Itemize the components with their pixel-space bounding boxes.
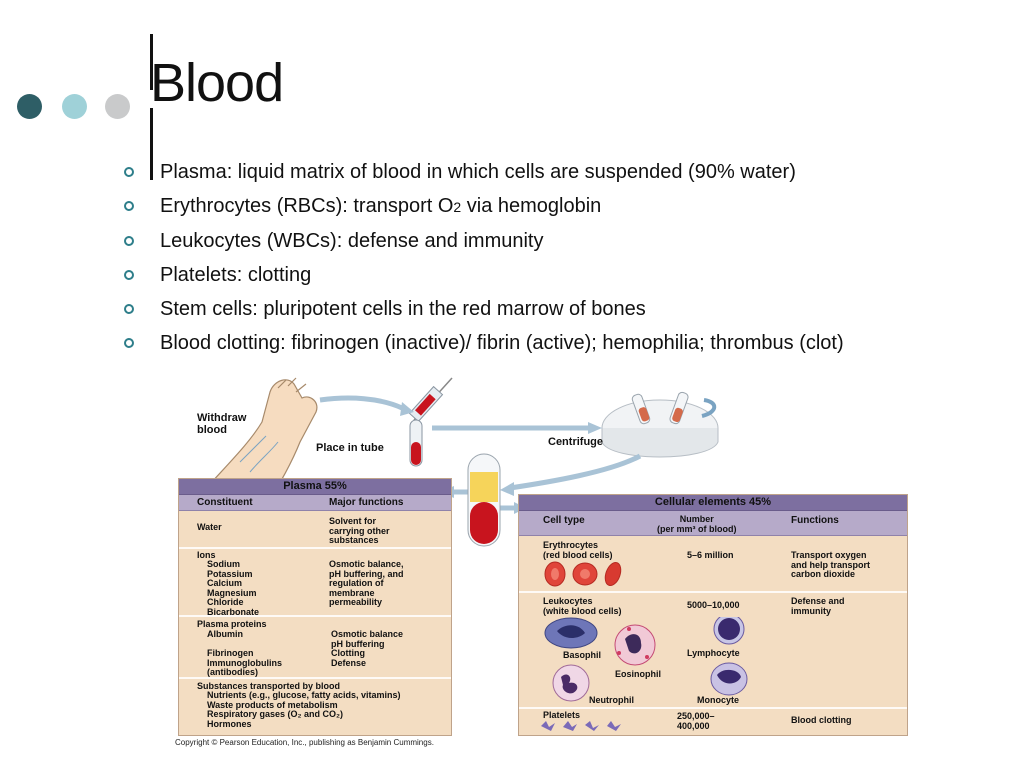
row-divider	[179, 547, 451, 549]
label-monocyte: Monocyte	[697, 695, 740, 705]
plasma-table-header: Constituent Major functions	[179, 495, 451, 511]
centrifuge-illustration	[601, 391, 719, 458]
bullet-item: Platelets: clotting	[124, 263, 1004, 287]
cells-table-title: Cellular elements 45%	[519, 495, 907, 511]
small-tube	[409, 419, 423, 467]
separated-tube	[467, 453, 501, 547]
decor-dot-light	[62, 94, 87, 119]
platelets-icon	[541, 721, 621, 731]
bullet-item: Blood clotting: fibrinogen (inactive)/ f…	[124, 331, 1004, 355]
row-divider	[179, 615, 451, 617]
decor-dot-dark	[17, 94, 42, 119]
plasma-transported-list: Nutrients (e.g., glucose, fatty acids, v…	[207, 690, 401, 729]
row-divider	[519, 591, 907, 593]
label-centrifuge: Centrifuge	[548, 436, 603, 448]
plasma-ions-list: Sodium Potassium Calcium Magnesium Chlor…	[207, 559, 260, 617]
process-illustration	[208, 377, 719, 547]
label-eosinophil: Eosinophil	[615, 669, 661, 679]
cells-table-header: Cell type Number (per mm³ of blood) Func…	[519, 511, 907, 536]
bullet-icon	[124, 236, 134, 246]
cells-erythrocytes-functions: Transport oxygen and help transport carb…	[791, 550, 871, 579]
decor-vertical-line-bottom	[150, 108, 153, 180]
bullet-icon	[124, 304, 134, 314]
plasma-proteins: Plasma proteins	[197, 619, 267, 629]
bullet-list: Plasma: liquid matrix of blood in which …	[124, 160, 1004, 365]
col-constituent: Constituent	[197, 497, 253, 508]
syringe-illustration	[408, 377, 453, 423]
slide-title: Blood	[150, 53, 284, 113]
col-number: Number (per mm³ of blood)	[657, 514, 737, 534]
label-withdraw-blood: Withdraw blood	[197, 412, 247, 436]
plasma-proteins-functions: Osmotic balance pH buffering Clotting De…	[331, 629, 404, 668]
bullet-item: Leukocytes (WBCs): defense and immunity	[124, 229, 1004, 253]
row-divider	[519, 707, 907, 709]
copyright-notice: Copyright © Pearson Education, Inc., pub…	[175, 738, 434, 747]
col-major-functions: Major functions	[329, 497, 404, 508]
plasma-table-title: Plasma 55%	[179, 479, 451, 495]
cells-platelets-functions: Blood clotting	[791, 715, 852, 725]
label-neutrophil: Neutrophil	[589, 695, 634, 705]
plasma-proteins-list: Albumin Fibrinogen Immunoglobulins (anti…	[207, 629, 282, 677]
bullet-icon	[124, 270, 134, 280]
row-divider	[179, 677, 451, 679]
cells-leukocytes: Leukocytes (white blood cells)	[543, 596, 622, 616]
cells-platelets-number: 250,000– 400,000	[677, 711, 715, 731]
plasma-ions-functions: Osmotic balance, pH buffering, and regul…	[329, 559, 404, 607]
plasma-water-functions: Solvent for carrying other substances	[329, 516, 390, 545]
cells-erythrocytes: Erythrocytes (red blood cells)	[543, 540, 613, 560]
label-lymphocyte: Lymphocyte	[687, 648, 740, 658]
cells-erythrocytes-number: 5–6 million	[687, 550, 734, 560]
plasma-water: Water	[197, 522, 222, 532]
bullet-icon	[124, 201, 134, 211]
label-place-in-tube: Place in tube	[316, 442, 384, 454]
decor-dot-gray	[105, 94, 130, 119]
cells-leukocytes-number: 5000–10,000	[687, 600, 740, 610]
bullet-icon	[124, 167, 134, 177]
cells-table: Cellular elements 45% Cell type Number (…	[518, 494, 908, 736]
bullet-item: Plasma: liquid matrix of blood in which …	[124, 160, 1004, 184]
decor-vertical-line-top	[150, 34, 153, 90]
red-blood-cells-icon	[544, 561, 622, 587]
cells-platelets: Platelets	[543, 710, 581, 720]
bullet-item: Stem cells: pluripotent cells in the red…	[124, 297, 1004, 321]
cells-leukocytes-functions: Defense and immunity	[791, 596, 845, 616]
plasma-transported: Substances transported by blood	[197, 681, 341, 691]
plasma-ions: Ions	[197, 550, 216, 560]
label-basophil: Basophil	[563, 650, 602, 660]
white-blood-cells-icon	[544, 617, 748, 702]
col-functions: Functions	[791, 515, 839, 526]
plasma-table: Plasma 55% Constituent Major functions W…	[178, 478, 452, 736]
blood-composition-figure: Withdraw blood Place in tube Centrifuge …	[170, 372, 915, 760]
bullet-icon	[124, 338, 134, 348]
bullet-item: Erythrocytes (RBCs): transport O2 via he…	[124, 194, 1004, 219]
col-cell-type: Cell type	[543, 515, 585, 526]
